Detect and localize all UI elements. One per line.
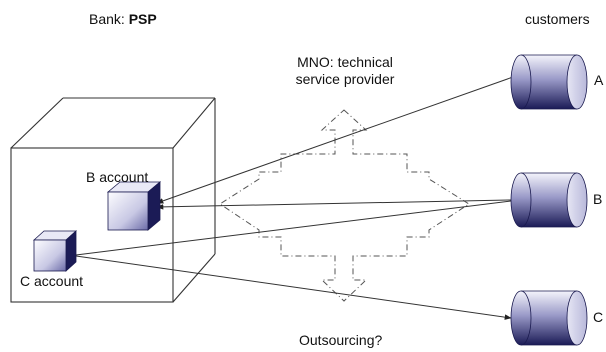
- line-c-account-to-c: [75, 255, 512, 320]
- outsourcing-label: Outsourcing?: [299, 332, 383, 348]
- bank-cube: [10, 97, 216, 303]
- b-account-label: B account: [86, 169, 149, 185]
- mno-label-line1: MNO: technical: [297, 54, 393, 70]
- mno-label: MNO: technical service provider: [282, 55, 408, 86]
- mno-label-line2: service provider: [295, 71, 395, 87]
- customer-a-label: A: [594, 72, 604, 88]
- connection-lines: [75, 76, 514, 320]
- c-account-label: C account: [20, 273, 84, 289]
- customers-heading: customers: [525, 11, 590, 27]
- b-account-cube: [106, 181, 162, 231]
- line-b-to-c-account: [75, 200, 512, 256]
- customer-c-label: C: [593, 309, 604, 325]
- bank-label: Bank: PSP: [89, 12, 157, 26]
- line-b-to-b-account: [156, 199, 512, 210]
- line-a-to-b-account: [156, 76, 514, 204]
- customer-a-cylinder: [510, 54, 588, 110]
- customer-b-cylinder: [510, 172, 588, 228]
- customer-c-cylinder: [510, 290, 588, 346]
- bank-label-prefix: Bank:: [89, 11, 125, 27]
- c-account-cube: [32, 230, 78, 272]
- customer-b-label: B: [593, 191, 603, 207]
- mno-dashed-cross: [219, 109, 470, 302]
- bank-label-name: PSP: [128, 11, 157, 27]
